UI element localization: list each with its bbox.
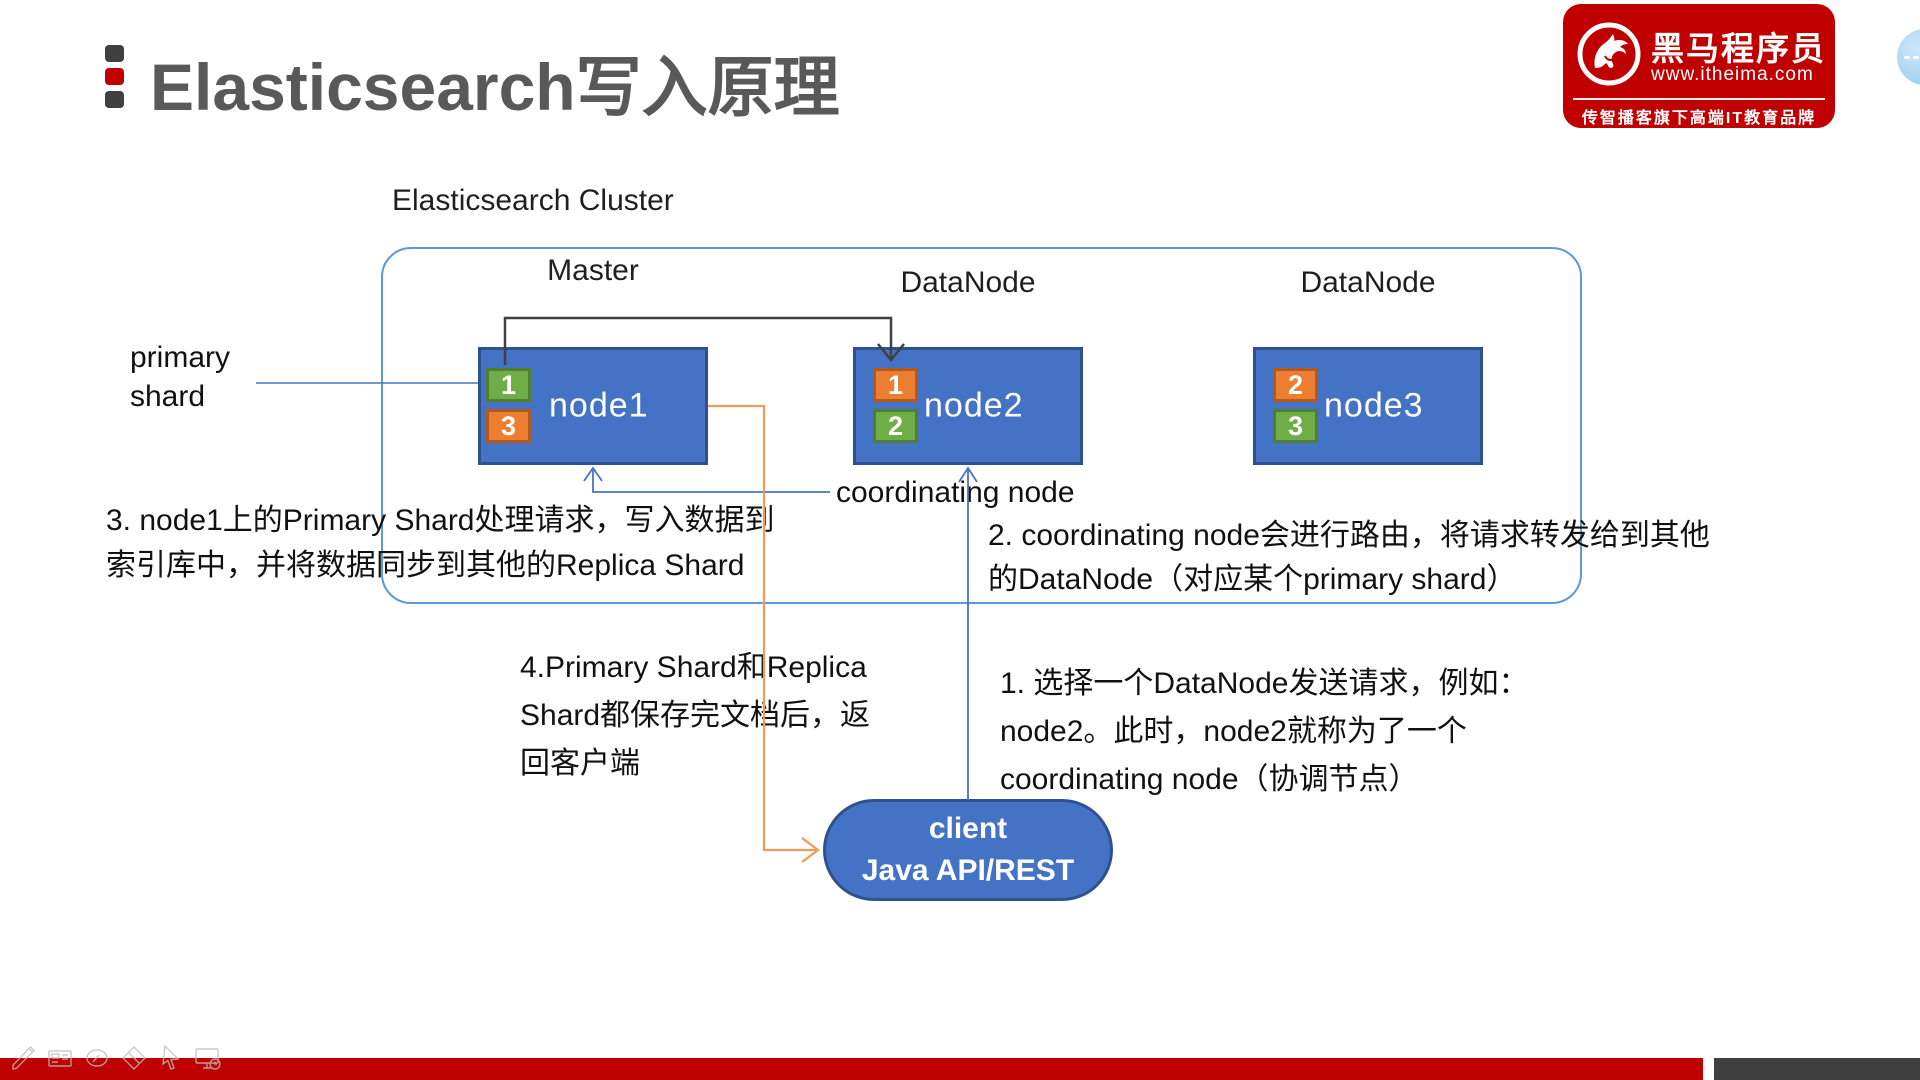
note-step4: 4.Primary Shard和Replica Shard都保存完文档后，返 回… (520, 651, 871, 780)
node3-box: 2 3 node3 (1253, 347, 1483, 465)
horse-icon (1577, 22, 1641, 86)
assistant-button[interactable] (1897, 29, 1920, 85)
client-shape: client Java API/REST (823, 799, 1113, 901)
brand-name: 黑马程序员 (1651, 30, 1826, 67)
note-step3: 3. node1上的Primary Shard处理请求，写入数据到 索引库中，并… (106, 504, 775, 582)
brand-logo: 黑马程序员 www.itheima.com 传智播客旗下高端IT教育品牌 (1563, 4, 1835, 128)
title-bullet-middle (105, 68, 124, 85)
node2-box: 1 2 node2 (853, 347, 1083, 465)
pen-icon[interactable] (8, 1043, 38, 1073)
cursor-icon[interactable] (156, 1043, 186, 1073)
node1-box: 1 3 node1 (478, 347, 708, 465)
title-bullet-bottom (105, 91, 124, 108)
shard-badge-replica-3: 3 (486, 409, 531, 443)
eraser-icon[interactable] (119, 1043, 149, 1073)
brand-website: www.itheima.com (1651, 64, 1814, 85)
primary-shard-label: primary shard (130, 341, 231, 413)
shard-badge-primary-2: 2 (873, 409, 918, 443)
page-title: Elasticsearch写入原理 (150, 50, 840, 124)
role-label-master: Master (547, 254, 639, 287)
connector-node1-to-client-arrowhead (801, 837, 820, 863)
node2-label: node2 (924, 386, 1024, 425)
display-settings-icon[interactable] (193, 1043, 223, 1073)
role-label-datanode-2: DataNode (900, 266, 1036, 299)
node1-label: node1 (549, 386, 649, 425)
shard-badge-replica-1: 1 (873, 368, 918, 402)
note-step2: 2. coordinating node会进行路由，将请求转发给到其他 的Dat… (988, 519, 1710, 596)
coordinating-node-label: coordinating node (836, 476, 1075, 509)
role-label-datanode-3: DataNode (1300, 266, 1436, 299)
shard-badge-primary-3: 3 (1273, 409, 1318, 443)
node3-label: node3 (1324, 386, 1424, 425)
annotation-toolbar (8, 1043, 223, 1075)
shard-badge-primary-1: 1 (486, 368, 531, 402)
cluster-label: Elasticsearch Cluster (392, 184, 674, 217)
laser-pointer-icon[interactable] (82, 1043, 112, 1073)
note-step1: 1. 选择一个DataNode发送请求，例如： node2。此时，node2就称… (1000, 667, 1529, 796)
brand-tagline: 传智播客旗下高端IT教育品牌 (1581, 110, 1817, 127)
presenter-panel-icon[interactable] (45, 1043, 75, 1073)
bottom-bar-red (0, 1058, 1703, 1080)
client-api-label: Java API/REST (861, 854, 1075, 887)
client-label: client (928, 812, 1008, 845)
shard-badge-replica-2: 2 (1273, 368, 1318, 402)
title-bullet-top (105, 45, 124, 62)
logo-divider (1573, 98, 1825, 100)
bottom-bar-progress (1714, 1058, 1920, 1080)
cluster-boundary (381, 247, 1582, 604)
